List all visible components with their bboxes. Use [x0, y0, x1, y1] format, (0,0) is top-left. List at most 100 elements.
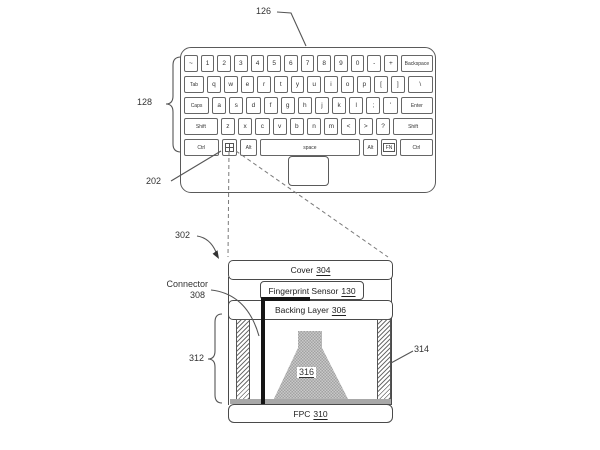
- key-label: space: [303, 144, 317, 151]
- key-label: 8: [322, 60, 327, 67]
- key-label: t: [279, 81, 282, 88]
- key-j: j: [314, 97, 330, 114]
- connector-vertical: [261, 297, 265, 404]
- key-label: k: [337, 102, 341, 109]
- key-label: z: [226, 123, 230, 130]
- brace-312: [207, 313, 223, 404]
- key-label: ?: [381, 123, 385, 130]
- key-label: m: [328, 123, 335, 130]
- ref-316-num: 316: [299, 367, 315, 377]
- key-3: 3: [234, 55, 248, 72]
- connector-horizontal: [261, 297, 310, 301]
- key-label: Backspace: [404, 60, 430, 67]
- key-space: space: [260, 139, 360, 156]
- key-t: t: [273, 76, 288, 93]
- key-label: Alt: [367, 144, 374, 151]
- key-label: 4: [255, 60, 260, 67]
- key-label: i: [330, 81, 332, 88]
- key-h: h: [297, 97, 312, 114]
- key-7: 7: [300, 55, 315, 72]
- key-label: ]: [396, 81, 399, 88]
- key-Shift: Shift: [393, 118, 434, 135]
- key-\: \: [407, 76, 433, 93]
- key-z: z: [220, 118, 236, 135]
- cover-refnum: 304: [316, 265, 331, 275]
- key-label: ;: [372, 102, 375, 109]
- key-label: w: [228, 81, 234, 88]
- key-6: 6: [284, 55, 298, 72]
- key-9: 9: [334, 55, 348, 72]
- key-~: ~: [184, 55, 198, 72]
- key-label: Tab: [190, 81, 199, 88]
- key-[: [: [374, 76, 388, 93]
- windows-logo-icon: [224, 143, 234, 152]
- key-label: b: [295, 123, 299, 130]
- hatch-column-left: [236, 319, 250, 405]
- key-Tab: Tab: [184, 76, 205, 93]
- key-label: Ctrl: [197, 144, 206, 151]
- key-label: +: [389, 60, 393, 67]
- key-label: c: [260, 123, 264, 130]
- key-label: r: [263, 81, 266, 88]
- key-+: +: [384, 55, 398, 72]
- key-Shift: Shift: [184, 118, 218, 135]
- key-]: ]: [390, 76, 405, 93]
- key-8: 8: [317, 55, 332, 72]
- key-label: 5: [272, 60, 276, 67]
- key-4: 4: [250, 55, 265, 72]
- key-f: f: [263, 97, 278, 114]
- key-v: v: [272, 118, 287, 135]
- key-1: 1: [200, 55, 215, 72]
- ref-312: 312: [189, 353, 205, 363]
- base-adhesive-strip: [230, 399, 391, 404]
- ref-308: 308: [189, 289, 205, 300]
- sensor-name: Fingerprint Sensor: [268, 285, 339, 296]
- key-label: p: [362, 81, 367, 88]
- key-5: 5: [267, 55, 282, 72]
- windows-key: [221, 139, 238, 156]
- key-label: ': [389, 102, 392, 109]
- leader-line-314: [390, 350, 414, 364]
- key-label: ~: [188, 60, 193, 67]
- key-s: s: [229, 97, 244, 114]
- key-label: 7: [305, 60, 310, 67]
- key-label: Shift: [408, 123, 419, 130]
- key-label: h: [303, 102, 307, 109]
- key->: >: [358, 118, 373, 135]
- key-Enter: Enter: [400, 97, 433, 114]
- key-o: o: [340, 76, 355, 93]
- key-label: g: [285, 102, 290, 109]
- key-Ctrl: Ctrl: [399, 139, 433, 156]
- ref-128: 128: [137, 97, 153, 107]
- ref-202: 202: [146, 176, 162, 186]
- key-m: m: [324, 118, 339, 135]
- ref-314: 314: [414, 344, 430, 354]
- key-label: 3: [239, 60, 243, 67]
- sensor-refnum: 130: [341, 285, 356, 296]
- key-label: FN: [383, 143, 395, 152]
- key-c: c: [255, 118, 270, 135]
- key-label: 6: [289, 60, 293, 67]
- ref-302: 302: [175, 230, 191, 240]
- key-label: Caps: [190, 102, 203, 109]
- backing-name: Backing Layer: [274, 305, 329, 315]
- key-label: o: [345, 81, 350, 88]
- key-q: q: [207, 76, 221, 93]
- key-label: j: [321, 102, 323, 109]
- key-Caps: Caps: [184, 97, 210, 114]
- key-x: x: [238, 118, 253, 135]
- assembly-left-wall: [228, 277, 230, 405]
- key-label: -: [373, 60, 376, 67]
- connector-label: Connector: [166, 279, 208, 289]
- backing-refnum: 306: [331, 305, 347, 315]
- brace-128: [165, 56, 182, 153]
